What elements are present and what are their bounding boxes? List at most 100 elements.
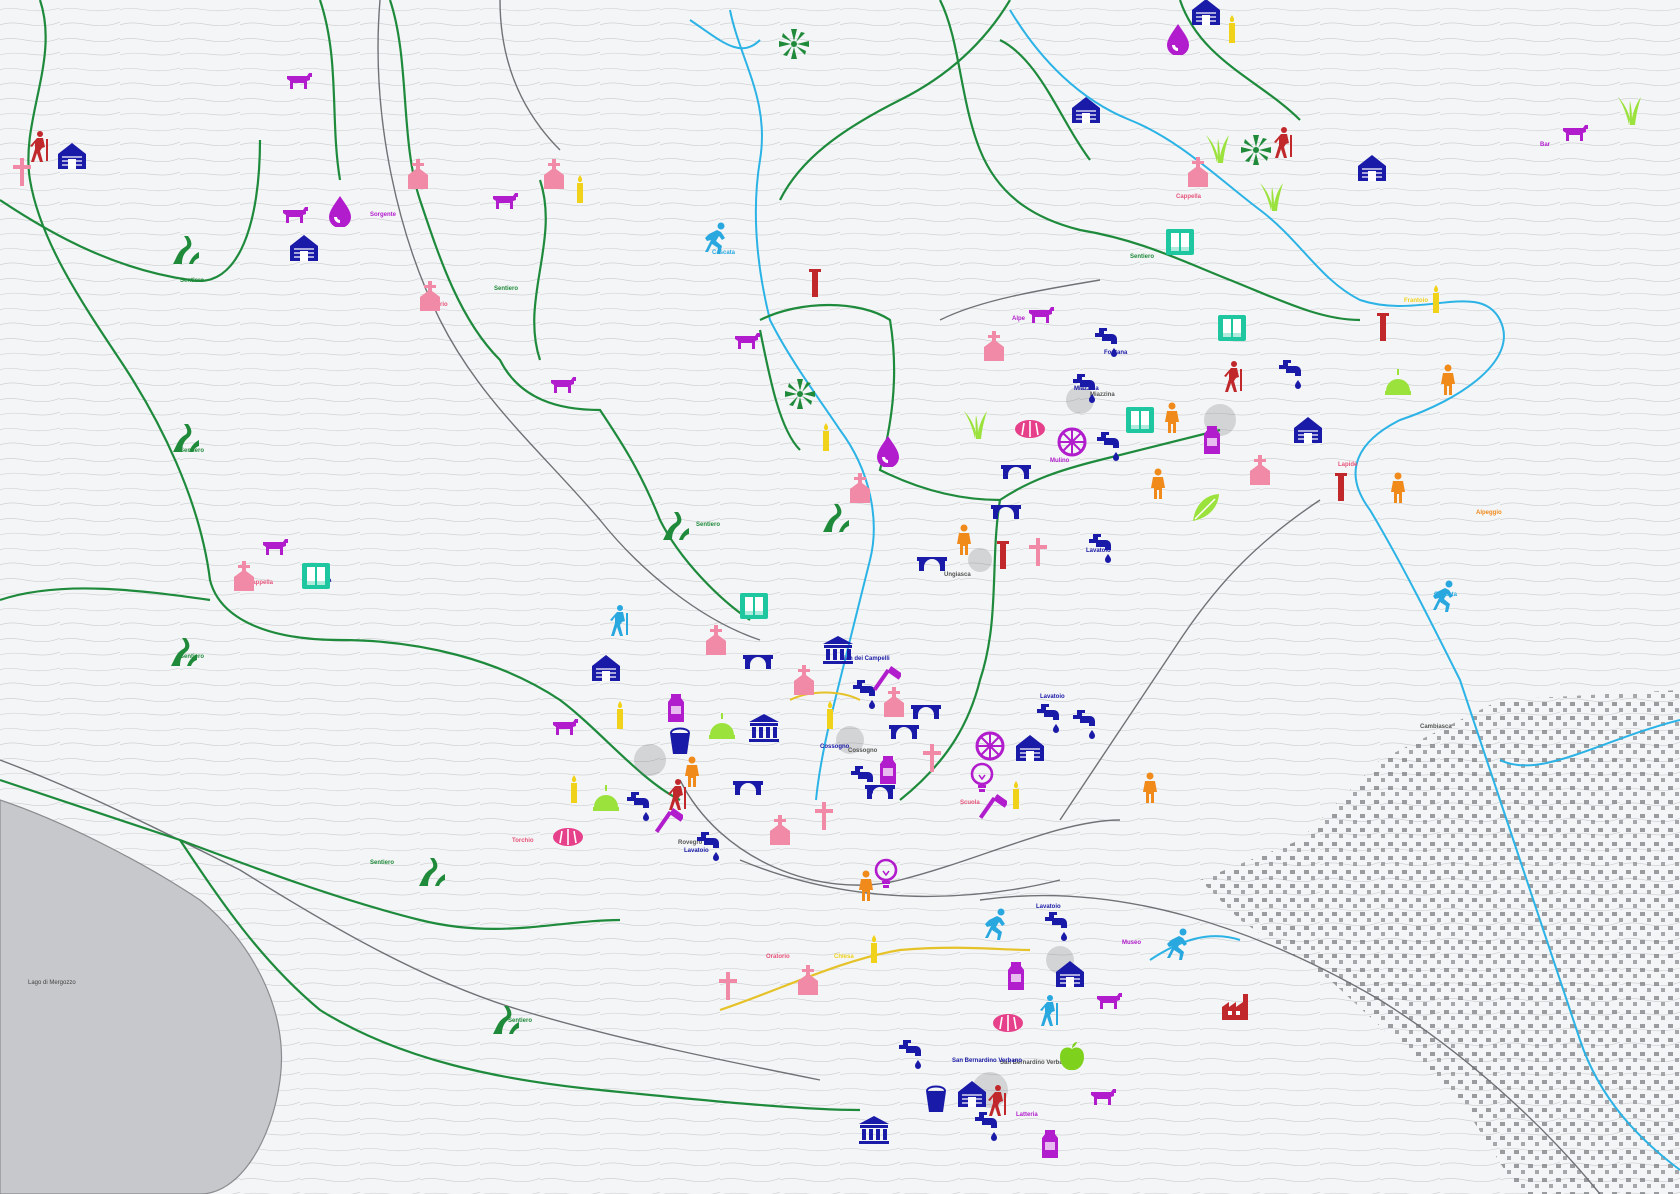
fan-icon[interactable] <box>777 27 811 61</box>
cow-icon[interactable] <box>1093 985 1127 1019</box>
drop-icon[interactable] <box>871 433 905 467</box>
grass-icon[interactable] <box>1201 131 1235 165</box>
path-icon[interactable] <box>489 1003 523 1037</box>
hut-icon[interactable] <box>1291 413 1325 447</box>
factory-icon[interactable] <box>1219 989 1253 1023</box>
bridge-icon[interactable] <box>999 451 1033 485</box>
chapel-icon[interactable] <box>977 329 1011 363</box>
hammer-icon[interactable] <box>867 661 901 695</box>
candle-icon[interactable] <box>563 173 597 207</box>
temple-icon[interactable] <box>857 1113 891 1147</box>
tap-icon[interactable] <box>1065 705 1099 739</box>
candle-icon[interactable] <box>999 779 1033 813</box>
hammer-icon[interactable] <box>973 789 1007 823</box>
chapel-icon[interactable] <box>699 623 733 657</box>
hiker-icon[interactable] <box>659 777 693 811</box>
cross-icon[interactable] <box>711 969 745 1003</box>
dome-icon[interactable] <box>1381 367 1415 401</box>
cow-icon[interactable] <box>283 65 317 99</box>
tap-icon[interactable] <box>1089 427 1123 461</box>
dome-icon[interactable] <box>589 783 623 817</box>
bridge-icon[interactable] <box>741 641 775 675</box>
bridge-icon[interactable] <box>887 711 921 745</box>
tap-icon[interactable] <box>619 787 653 821</box>
tap-icon[interactable] <box>1087 323 1121 357</box>
path-icon[interactable] <box>169 421 203 455</box>
post-icon[interactable] <box>799 265 833 299</box>
tap-icon[interactable] <box>1271 355 1305 389</box>
hut-icon[interactable] <box>955 1077 989 1111</box>
grass-icon[interactable] <box>1613 93 1647 127</box>
bridge-icon[interactable] <box>909 691 943 725</box>
hut-icon[interactable] <box>1355 151 1389 185</box>
hiker-icon[interactable] <box>1215 359 1249 393</box>
book-icon[interactable] <box>299 559 333 593</box>
person-icon[interactable] <box>849 869 883 903</box>
cow-icon[interactable] <box>731 325 765 359</box>
runner-icon[interactable] <box>1427 579 1461 613</box>
runner-icon[interactable] <box>699 221 733 255</box>
tap-icon[interactable] <box>967 1107 1001 1141</box>
hut-icon[interactable] <box>1013 731 1047 765</box>
chapel-icon[interactable] <box>537 157 571 191</box>
book-icon[interactable] <box>1123 403 1157 437</box>
bread-icon[interactable] <box>551 819 585 853</box>
tap-icon[interactable] <box>1081 529 1115 563</box>
bucket-icon[interactable] <box>919 1081 953 1115</box>
grass-icon[interactable] <box>1255 179 1289 213</box>
chapel-icon[interactable] <box>787 663 821 697</box>
bread-icon[interactable] <box>991 1005 1025 1039</box>
hiker-icon[interactable] <box>21 129 55 163</box>
milk-icon[interactable] <box>1195 423 1229 457</box>
milk-icon[interactable] <box>871 753 905 787</box>
chapel-icon[interactable] <box>1243 453 1277 487</box>
apple-icon[interactable] <box>1055 1039 1089 1073</box>
bridge-icon[interactable] <box>731 767 765 801</box>
person-icon[interactable] <box>947 523 981 557</box>
hiker-icon[interactable] <box>601 603 635 637</box>
book-icon[interactable] <box>1163 225 1197 259</box>
book-icon[interactable] <box>1215 311 1249 345</box>
path-icon[interactable] <box>659 509 693 543</box>
candle-icon[interactable] <box>813 699 847 733</box>
milk-icon[interactable] <box>659 691 693 725</box>
fan-icon[interactable] <box>783 377 817 411</box>
path-icon[interactable] <box>169 233 203 267</box>
tap-icon[interactable] <box>1065 369 1099 403</box>
cow-icon[interactable] <box>1025 299 1059 333</box>
cross-icon[interactable] <box>915 741 949 775</box>
person-icon[interactable] <box>675 755 709 789</box>
hut-icon[interactable] <box>287 231 321 265</box>
runner-icon[interactable] <box>979 907 1013 941</box>
chapel-icon[interactable] <box>843 471 877 505</box>
candle-icon[interactable] <box>603 699 637 733</box>
bulb-icon[interactable] <box>965 761 999 795</box>
person-icon[interactable] <box>1431 363 1465 397</box>
bridge-icon[interactable] <box>863 771 897 805</box>
tap-icon[interactable] <box>845 675 879 709</box>
person-icon[interactable] <box>1155 401 1189 435</box>
cow-icon[interactable] <box>279 199 313 233</box>
leaf-icon[interactable] <box>1189 491 1223 525</box>
person-icon[interactable] <box>1381 471 1415 505</box>
tap-icon[interactable] <box>1029 699 1063 733</box>
cow-icon[interactable] <box>1559 117 1593 151</box>
cow-icon[interactable] <box>549 711 583 745</box>
cow-icon[interactable] <box>259 531 293 565</box>
wheel-icon[interactable] <box>973 729 1007 763</box>
bridge-icon[interactable] <box>989 491 1023 525</box>
chapel-icon[interactable] <box>791 963 825 997</box>
person-icon[interactable] <box>1133 771 1167 805</box>
bridge-icon[interactable] <box>915 543 949 577</box>
drop-icon[interactable] <box>1161 21 1195 55</box>
path-icon[interactable] <box>819 501 853 535</box>
hut-icon[interactable] <box>589 651 623 685</box>
fan-icon[interactable] <box>1239 133 1273 167</box>
post-icon[interactable] <box>1325 469 1359 503</box>
hiker-icon[interactable] <box>1031 993 1065 1027</box>
dome-icon[interactable] <box>705 711 739 745</box>
hut-icon[interactable] <box>1053 957 1087 991</box>
chapel-icon[interactable] <box>401 157 435 191</box>
candle-icon[interactable] <box>557 773 591 807</box>
